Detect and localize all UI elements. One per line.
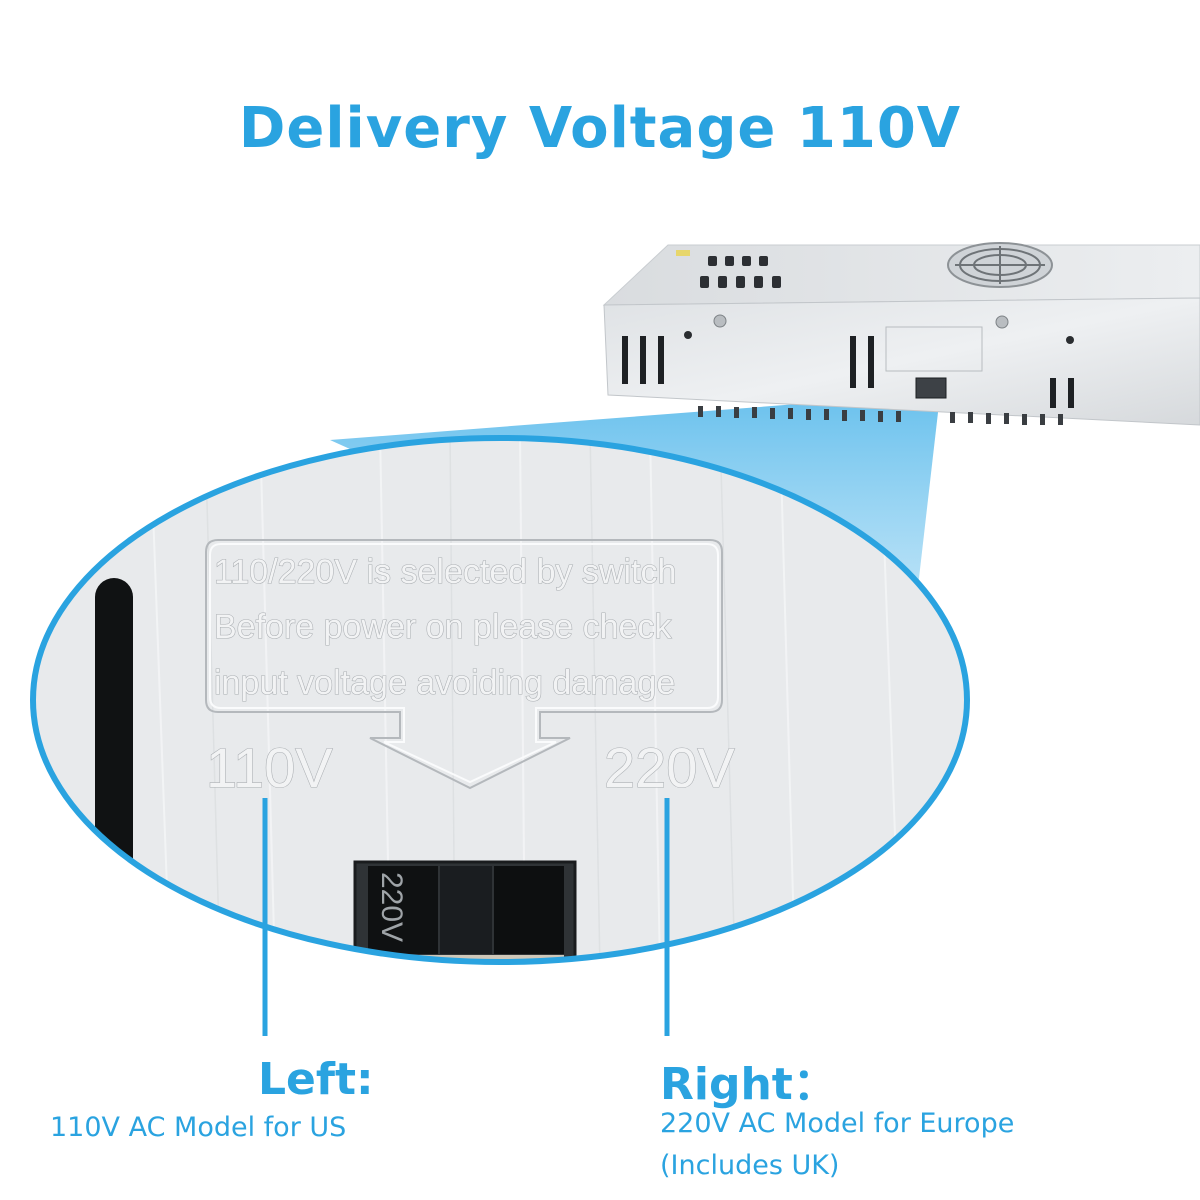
magnified-view: 220V 110/220V is selected by switch Befo…: [30, 435, 970, 965]
plate-line-3: input voltage avoiding damage: [214, 664, 675, 702]
plate-line-2: Before power on please check: [214, 608, 672, 646]
plate-voltage-right: 220V: [604, 736, 735, 799]
power-supply-unit-icon: [602, 242, 1200, 426]
right-caption-heading: Right：: [660, 1059, 837, 1110]
fan-icon: [947, 242, 1053, 288]
right-caption-line-2: (Includes UK): [660, 1150, 840, 1181]
left-caption-text: 110V AC Model for US: [50, 1112, 347, 1143]
left-caption-heading: Left:: [258, 1054, 374, 1105]
page-title: Delivery Voltage 110V: [238, 96, 962, 161]
label-plate-outline: [205, 539, 723, 790]
right-caption-line-1: 220V AC Model for Europe: [660, 1108, 1015, 1139]
plate-line-1: 110/220V is selected by switch: [214, 553, 676, 591]
vent-slot: [95, 578, 133, 962]
plate-voltage-left: 110V: [206, 736, 333, 799]
switch-position-text: 220V: [375, 872, 408, 942]
